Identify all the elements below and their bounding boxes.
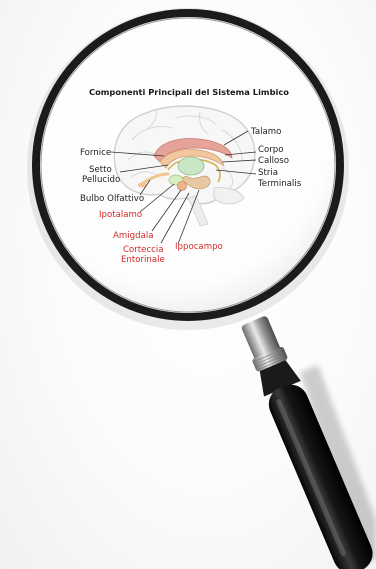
label-terminalis: Terminalis	[257, 179, 302, 189]
label-corteccia: Corteccia	[123, 245, 164, 255]
magnifier-handle	[235, 313, 376, 569]
label-pellucido: Pellucido	[82, 175, 120, 185]
label-calloso: Calloso	[258, 156, 289, 166]
label-stria: Stria	[258, 168, 278, 178]
label-corpo: Corpo	[258, 145, 284, 155]
label-entorinale: Entorinale	[121, 255, 165, 265]
amygdala-shape	[178, 182, 187, 191]
label-setto: Setto	[89, 165, 112, 175]
thalamus-shape	[178, 157, 204, 175]
diagram-title: Componenti Principali del Sistema Limbic…	[89, 87, 289, 97]
label-amigdala: Amigdala	[113, 231, 153, 241]
label-fornice: Fornice	[80, 148, 111, 158]
label-bulbo-olfattivo: Bulbo Olfattivo	[80, 194, 144, 204]
label-ippocampo: Ippocampo	[175, 242, 223, 252]
label-talamo: Talamo	[250, 127, 281, 137]
label-ipotalamo: Ipotalamo	[99, 210, 142, 220]
